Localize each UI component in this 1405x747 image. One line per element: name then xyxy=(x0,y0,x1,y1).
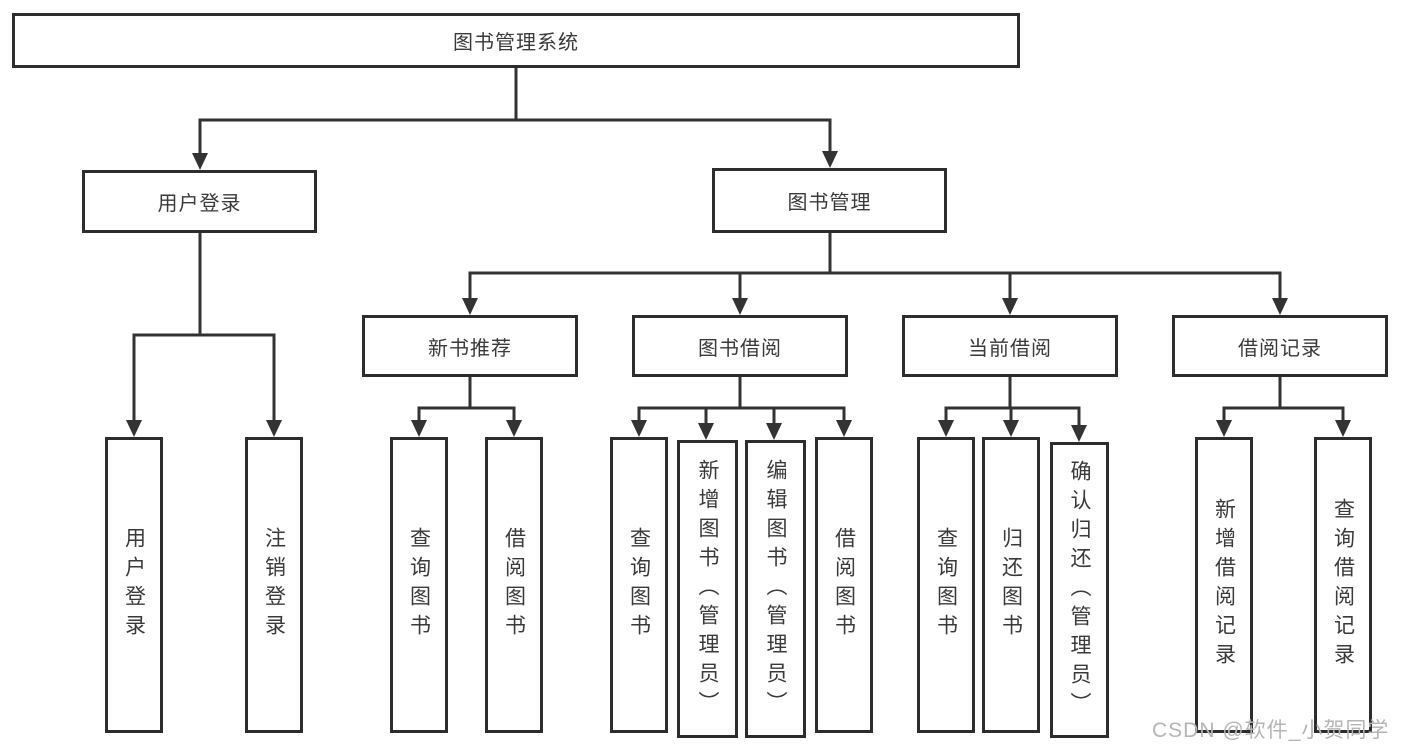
node-new-book-recommend: 新书推荐 xyxy=(362,315,578,377)
leaf-query-books-recommend: 查询图书 xyxy=(390,437,448,733)
leaf-borrow-books-borrowing: 借阅图书 xyxy=(815,437,873,733)
leaf-query-borrow-record: 查询借阅记录 xyxy=(1314,437,1372,733)
node-borrowing-records: 借阅记录 xyxy=(1172,315,1388,377)
node-book-borrowing: 图书借阅 xyxy=(632,315,848,377)
node-book-management: 图书管理 xyxy=(712,168,947,233)
node-user-login: 用户登录 xyxy=(82,170,317,233)
leaf-query-books-current: 查询图书 xyxy=(917,437,975,733)
leaf-add-books-admin: 新增图书（管理员） xyxy=(677,440,738,738)
connector-lines xyxy=(132,68,1345,429)
node-current-borrowing: 当前借阅 xyxy=(902,315,1118,377)
leaf-borrow-books-recommend: 借阅图书 xyxy=(485,437,543,733)
leaf-edit-books-admin: 编辑图书（管理员） xyxy=(745,440,806,738)
leaf-confirm-return-admin: 确认归还（管理员） xyxy=(1050,442,1109,738)
watermark: CSDN @软件_小贺同学 xyxy=(1152,719,1390,742)
leaf-return-books: 归还图书 xyxy=(982,437,1040,733)
leaf-logout-login: 注销登录 xyxy=(245,437,303,733)
leaf-query-books-borrowing: 查询图书 xyxy=(610,437,668,733)
node-system-root: 图书管理系统 xyxy=(12,13,1020,68)
leaf-user-login: 用户登录 xyxy=(105,437,163,733)
leaf-add-borrow-record: 新增借阅记录 xyxy=(1195,437,1253,733)
